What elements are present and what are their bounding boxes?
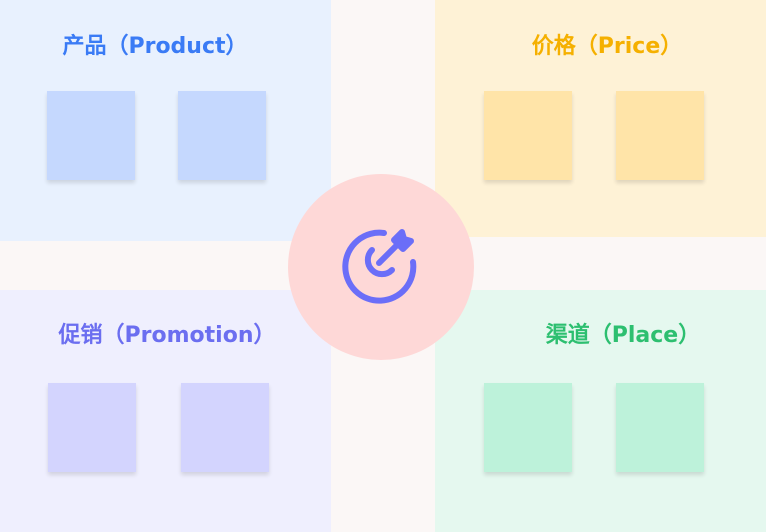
sticky-note[interactable]: [484, 91, 572, 180]
sticky-note[interactable]: [178, 91, 266, 180]
sticky-note[interactable]: [48, 383, 136, 472]
product-title: 产品（Product）: [62, 34, 248, 59]
price-quadrant: 价格（Price）: [435, 0, 766, 237]
center-circle: [288, 174, 474, 360]
place-title: 渠道（Place）: [545, 323, 701, 348]
sticky-note[interactable]: [181, 383, 269, 472]
promotion-title: 促销（Promotion）: [58, 323, 276, 348]
promotion-quadrant: 促销（Promotion）: [0, 290, 331, 532]
place-quadrant: 渠道（Place）: [435, 290, 766, 532]
price-title: 价格（Price）: [531, 34, 683, 59]
target-icon: [342, 229, 417, 304]
sticky-note[interactable]: [47, 91, 135, 180]
sticky-note[interactable]: [616, 383, 704, 472]
sticky-note[interactable]: [484, 383, 572, 472]
sticky-note[interactable]: [616, 91, 704, 180]
product-quadrant: 产品（Product）: [0, 0, 331, 241]
